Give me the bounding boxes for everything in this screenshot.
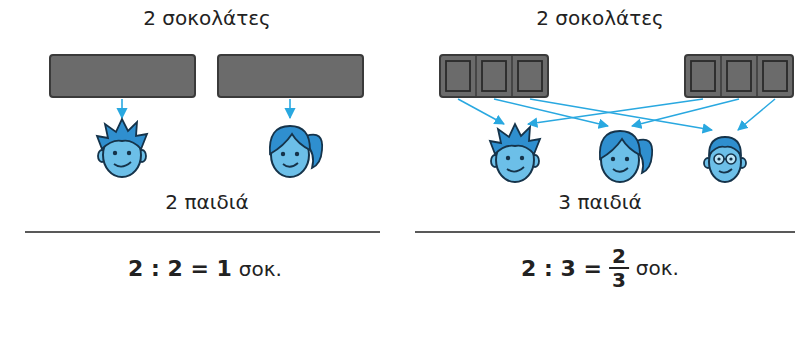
- chocolate-bar: [685, 55, 793, 97]
- children-count: 2 παιδιά: [165, 190, 248, 214]
- rule-line: [25, 231, 380, 233]
- share-arrow: [458, 99, 775, 130]
- child-head: [704, 137, 746, 182]
- chocolate-bar: [50, 55, 195, 97]
- unit-text: σοκ.: [239, 257, 282, 281]
- child-head: [270, 126, 322, 177]
- division-formula: 2 : 2 = 1: [128, 256, 232, 281]
- child-head: [490, 124, 540, 182]
- fraction-denominator: 3: [612, 269, 626, 291]
- chocolate-bar: [218, 55, 363, 97]
- share-arrow: [289, 99, 291, 118]
- unit-text: σοκ.: [636, 256, 679, 280]
- child-head: [97, 119, 147, 177]
- fraction-numerator: 2: [609, 245, 629, 269]
- chocolate-bar: [440, 55, 548, 97]
- fraction: 23: [609, 245, 629, 291]
- share-arrow: [121, 99, 123, 118]
- formula-row: 2 : 2 = 1 σοκ.: [128, 256, 282, 281]
- division-formula: 2 : 3 =: [521, 256, 602, 281]
- panel-heading: 2 σοκολάτες: [143, 6, 271, 30]
- child-head: [600, 131, 652, 182]
- panel-heading: 2 σοκολάτες: [536, 6, 664, 30]
- rule-line: [415, 231, 795, 233]
- formula-row: 2 : 3 = 23 σοκ.: [521, 245, 679, 291]
- children-count: 3 παιδιά: [558, 190, 641, 214]
